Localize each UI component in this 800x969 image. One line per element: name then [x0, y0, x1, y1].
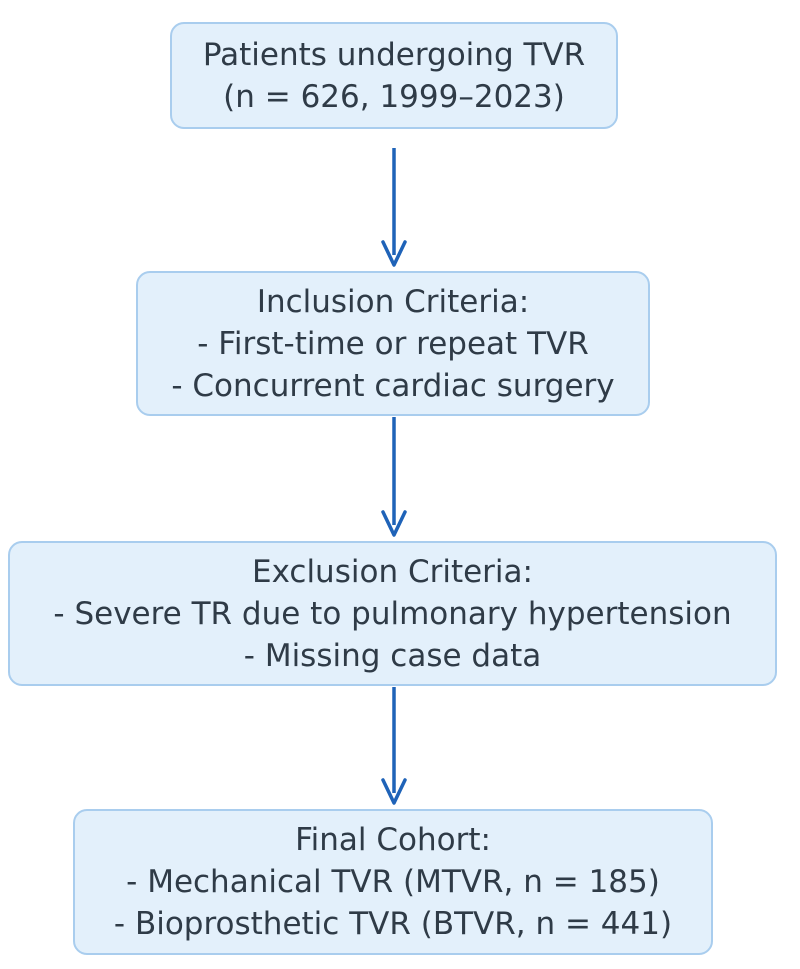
node-final-cohort: Final Cohort: - Mechanical TVR (MTVR, n … — [73, 809, 713, 955]
node-exclusion-title: Exclusion Criteria: — [252, 553, 533, 590]
node-patients-line-1: Patients undergoing TVR — [202, 36, 586, 73]
arrow-exclusion-to-final — [381, 687, 407, 805]
node-final-title: Final Cohort: — [295, 822, 491, 858]
node-inclusion-line-1: - First-time or repeat TVR — [197, 325, 589, 362]
node-inclusion-title: Inclusion Criteria: — [256, 283, 530, 320]
node-exclusion-criteria: Exclusion Criteria: - Severe TR due to p… — [8, 541, 777, 686]
node-patients-line-2: (n = 626, 1999–2023) — [223, 78, 565, 115]
node-exclusion-line-1: - Severe TR due to pulmonary hypertensio… — [53, 595, 732, 632]
arrow-inclusion-to-exclusion — [381, 417, 407, 537]
node-exclusion-line-2: - Missing case data — [243, 637, 542, 674]
node-final-line-1: - Mechanical TVR (MTVR, n = 185) — [126, 864, 660, 900]
node-inclusion-line-2: - Concurrent cardiac surgery — [171, 367, 615, 404]
arrow-patients-to-inclusion — [381, 148, 407, 267]
node-final-line-2: - Bioprosthetic TVR (BTVR, n = 441) — [113, 906, 673, 942]
node-inclusion-criteria: Inclusion Criteria: - First-time or repe… — [136, 271, 650, 416]
node-patients: Patients undergoing TVR (n = 626, 1999–2… — [170, 22, 618, 129]
